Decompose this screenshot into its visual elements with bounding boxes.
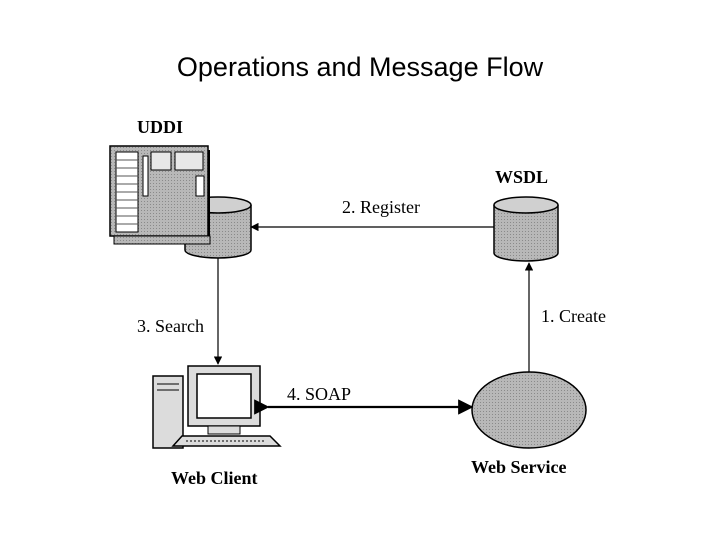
- page-title: Operations and Message Flow: [176, 52, 544, 82]
- web-service-node: [471, 371, 587, 449]
- wsdl-database-icon: [493, 196, 559, 262]
- uddi-server-icon: [109, 145, 211, 245]
- web-service-label: Web Service: [471, 457, 567, 477]
- wsdl-label: WSDL: [495, 167, 549, 187]
- uddi-label: UDDI: [137, 117, 184, 137]
- register-label: 2. Register: [342, 197, 420, 217]
- create-label: 1. Create: [541, 306, 606, 326]
- search-label: 3. Search: [137, 316, 204, 336]
- soap-label: 4. SOAP: [287, 384, 352, 404]
- web-client-label: Web Client: [171, 468, 258, 488]
- web-client-computer-icon: [152, 365, 282, 449]
